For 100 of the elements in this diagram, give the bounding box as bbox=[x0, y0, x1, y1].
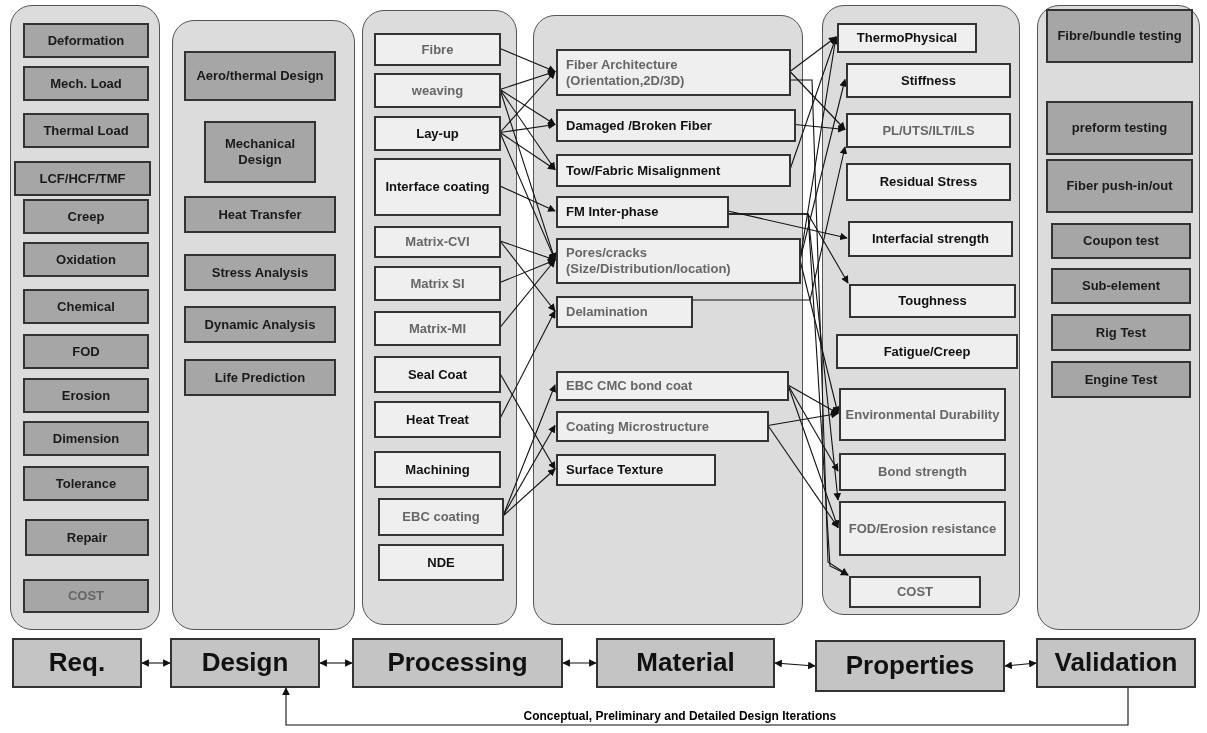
requirement-box: LCF/HCF/TMF bbox=[14, 161, 151, 196]
process-box: Delamination bbox=[556, 296, 693, 328]
requirement-box: Creep bbox=[23, 199, 149, 234]
arrow bbox=[499, 47, 556, 73]
requirement-box: Stress Analysis bbox=[184, 254, 336, 291]
process-box: Matrix-CVI bbox=[374, 226, 501, 258]
column-panel bbox=[533, 15, 803, 625]
arrow bbox=[499, 240, 556, 312]
requirement-box: Dynamic Analysis bbox=[184, 306, 336, 343]
process-box: Matrix SI bbox=[374, 266, 501, 301]
process-box: EBC CMC bond coat bbox=[556, 371, 789, 401]
requirement-box: Fiber push-in/out bbox=[1046, 159, 1193, 213]
requirement-box: Heat Transfer bbox=[184, 196, 336, 233]
arrow bbox=[1004, 659, 1037, 670]
process-box: weaving bbox=[374, 73, 501, 108]
requirement-box: Sub-element bbox=[1051, 268, 1191, 304]
requirement-box: Deformation bbox=[23, 23, 149, 58]
column-panel bbox=[1037, 5, 1200, 630]
arrow bbox=[727, 213, 849, 576]
requirement-box: Repair bbox=[25, 519, 149, 556]
arrow bbox=[499, 70, 556, 134]
process-box: Residual Stress bbox=[846, 163, 1011, 201]
stage-box: Properties bbox=[815, 640, 1005, 692]
requirement-box: Coupon test bbox=[1051, 223, 1191, 259]
process-box: Fiber Architecture (Orientation,2D/3D) bbox=[556, 49, 791, 96]
arrow bbox=[767, 424, 839, 529]
process-box: Environmental Durability bbox=[839, 388, 1006, 441]
requirement-box: Tolerance bbox=[23, 466, 149, 501]
requirement-box: Aero/thermal Design bbox=[184, 51, 336, 101]
process-box: Damaged /Broken Fiber bbox=[556, 109, 796, 142]
process-box: EBC coating bbox=[378, 498, 504, 536]
requirement-box: Chemical bbox=[23, 289, 149, 324]
arrow bbox=[787, 384, 839, 415]
column-panel bbox=[10, 5, 160, 630]
arrow bbox=[499, 259, 556, 284]
requirement-box: Oxidation bbox=[23, 242, 149, 277]
process-box: COST bbox=[849, 576, 981, 608]
requirement-box: Mechanical Design bbox=[204, 121, 316, 183]
requirement-box: Engine Test bbox=[1051, 361, 1191, 398]
arrow bbox=[789, 70, 846, 131]
arrow bbox=[282, 687, 1129, 726]
stage-box: Req. bbox=[12, 638, 142, 688]
process-box: Coating Microstructure bbox=[556, 411, 769, 442]
process-box: Fatigue/Creep bbox=[836, 334, 1018, 369]
requirement-box: preform testing bbox=[1046, 101, 1193, 155]
process-box: PL/UTS/ILT/ILS bbox=[846, 113, 1011, 148]
arrow bbox=[499, 121, 556, 134]
arrow bbox=[502, 468, 556, 517]
arrow bbox=[499, 259, 556, 329]
requirement-box: Dimension bbox=[23, 421, 149, 456]
process-box: Heat Treat bbox=[374, 401, 501, 438]
column-panel bbox=[822, 5, 1020, 615]
arrow bbox=[499, 372, 556, 470]
requirement-box: Life Prediction bbox=[184, 359, 336, 396]
process-box: Matrix-MI bbox=[374, 311, 501, 346]
arrow bbox=[789, 79, 849, 576]
arrow bbox=[774, 659, 816, 670]
arrow bbox=[789, 36, 837, 73]
requirement-box: Fibre/bundle testing bbox=[1046, 9, 1193, 63]
arrow bbox=[141, 659, 171, 667]
process-box: Lay-up bbox=[374, 116, 501, 151]
column-panel bbox=[172, 20, 355, 630]
requirement-box: Thermal Load bbox=[23, 113, 149, 148]
arrow bbox=[499, 240, 556, 262]
process-box: FOD/Erosion resistance bbox=[839, 501, 1006, 556]
process-box: Toughness bbox=[849, 284, 1016, 318]
arrow bbox=[499, 310, 556, 420]
requirement-box: Erosion bbox=[23, 378, 149, 413]
process-box: Fibre bbox=[374, 33, 501, 66]
process-box: Bond strength bbox=[839, 453, 1006, 491]
arrow bbox=[794, 123, 846, 133]
process-box: Seal Coat bbox=[374, 356, 501, 393]
arrow bbox=[767, 410, 839, 427]
requirement-box: FOD bbox=[23, 334, 149, 369]
arrow bbox=[502, 424, 556, 517]
requirement-box: Mech. Load bbox=[23, 66, 149, 101]
process-box: Interface coating bbox=[374, 158, 501, 216]
requirement-box: Rig Test bbox=[1051, 314, 1191, 351]
arrow bbox=[727, 210, 848, 241]
stage-box: Design bbox=[170, 638, 320, 688]
process-box: Interfacial strength bbox=[848, 221, 1013, 257]
process-box: Stiffness bbox=[846, 63, 1011, 98]
process-box: Machining bbox=[374, 451, 501, 488]
arrow bbox=[499, 131, 556, 171]
process-box: Tow/Fabric Misalignment bbox=[556, 154, 791, 187]
requirement-box: COST bbox=[23, 579, 149, 613]
arrow bbox=[562, 659, 597, 667]
arrow bbox=[787, 384, 839, 472]
process-box: Pores/cracks (Size/Distribution/location) bbox=[556, 238, 801, 284]
arrow bbox=[499, 88, 556, 126]
arrow bbox=[499, 185, 556, 212]
process-box: Surface Texture bbox=[556, 454, 716, 486]
process-box: NDE bbox=[378, 544, 504, 581]
arrow bbox=[499, 88, 556, 171]
arrow bbox=[319, 659, 353, 667]
stage-box: Material bbox=[596, 638, 775, 688]
process-box: ThermoPhysical bbox=[837, 23, 977, 53]
column-panel bbox=[362, 10, 517, 625]
arrow bbox=[499, 70, 556, 91]
arrow bbox=[691, 146, 848, 301]
